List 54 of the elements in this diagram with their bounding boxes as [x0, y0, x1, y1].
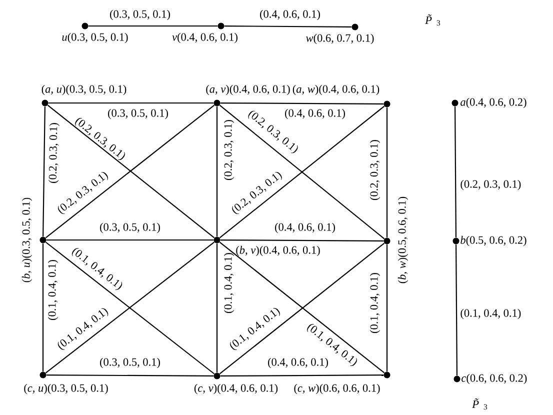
vertex-label: (b, w)(0.5, 0.6, 0.1)	[398, 196, 408, 284]
graph-edge	[88, 25, 218, 27]
graph-edge	[216, 243, 218, 373]
vertex-label: u(0.3, 0.5, 0.1)	[62, 32, 128, 44]
graph-edge	[46, 374, 214, 377]
edge-label: (0.2, 0.3, 0.1)	[58, 172, 108, 214]
vertex-label: b(0.5, 0.6, 0.2)	[460, 236, 526, 246]
graph-edge	[386, 107, 388, 238]
vertex-label: v(0.4, 0.6, 0.1)	[172, 32, 238, 44]
vertex-label: (a, v)(0.4, 0.6, 0.1)	[206, 84, 290, 96]
edge-label: (0.3, 0.5, 0.1)	[100, 358, 160, 368]
graph-edge	[224, 25, 352, 28]
edge-label: (0.2, 0.3, 0.1)	[224, 120, 234, 180]
vertex-label: (a, w)(0.4, 0.6, 0.1)	[292, 84, 380, 96]
graph-edge	[42, 106, 46, 237]
graph-name: P̃$_{3}$	[472, 398, 488, 410]
graph-edge	[42, 243, 44, 372]
graph-edge	[48, 102, 214, 104]
edge-label: (0.1, 0.4, 0.1)	[224, 253, 234, 313]
edge-label: (0.2, 0.3, 0.1)	[460, 180, 521, 190]
graph-edge	[220, 102, 384, 105]
vertex-label: (c, w)(0.6, 0.6, 0.1)	[294, 384, 380, 394]
graph-edge	[220, 239, 384, 242]
graph-name: P̃$_{3}$	[425, 14, 440, 26]
edge-label: (0.4, 0.6, 0.1)	[268, 358, 328, 368]
graph-edge	[455, 244, 458, 376]
edge-label: (0.2, 0.3, 0.1)	[75, 118, 125, 160]
vertex-label: (c, v)(0.4, 0.6, 0.1)	[194, 384, 278, 394]
graph-edge	[220, 374, 384, 377]
edge-label: (0.4, 0.6, 0.1)	[285, 108, 345, 120]
edge-label: (0.2, 0.3, 0.1)	[232, 172, 282, 214]
vertex-label: c(0.6, 0.6, 0.2)	[462, 374, 527, 384]
edge-label: (0.3, 0.5, 0.1)	[110, 10, 170, 20]
edge-label: (0.1, 0.4, 0.1)	[370, 273, 380, 333]
edge-label: (0.4, 0.6, 0.1)	[260, 10, 320, 20]
vertex-label: (a, u)(0.3, 0.5, 0.1)	[42, 84, 126, 96]
graph-edge	[216, 106, 218, 237]
edge-label: (0.3, 0.5, 0.1)	[100, 222, 160, 234]
edge-label: (0.3, 0.5, 0.1)	[108, 108, 168, 120]
vertex-label: a(0.4, 0.6, 0.2)	[460, 98, 526, 108]
edge-label: (0.2, 0.3, 0.1)	[48, 123, 60, 183]
edge-label: (0.1, 0.4, 0.1)	[72, 248, 122, 290]
vertex-label: (b, v)(0.4, 0.6, 0.1)	[236, 246, 320, 256]
vertex-label: (c, u)(0.3, 0.5, 0.1)	[24, 384, 108, 394]
graph-edge	[46, 239, 214, 241]
edge-label: (0.4, 0.6, 0.1)	[275, 222, 335, 234]
graph-edge	[454, 106, 457, 238]
edge-label: (0.2, 0.3, 0.1)	[370, 140, 380, 200]
edge-label: (0.1, 0.4, 0.1)	[58, 308, 108, 350]
edge-label: (0.1, 0.4, 0.1)	[48, 260, 58, 320]
vertex-label: (b, u)(0.3, 0.5, 0.1)	[22, 198, 32, 282]
vertex-label: w(0.6, 0.7, 0.1)	[306, 34, 374, 44]
edge-label: (0.1, 0.4, 0.1)	[460, 308, 521, 320]
graph-edge	[386, 244, 388, 372]
